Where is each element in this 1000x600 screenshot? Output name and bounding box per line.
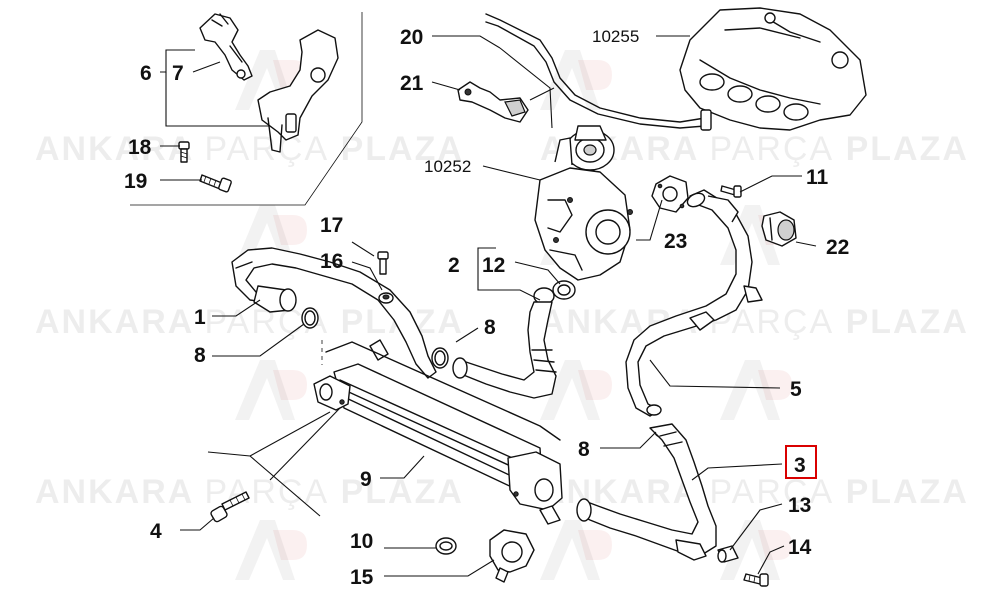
svg-text:ANKARA PARÇA PLAZA: ANKARA PARÇA PLAZA (540, 130, 969, 168)
part-20-pipe[interactable] (485, 13, 712, 131)
group-box-bracket-assembly (130, 12, 363, 206)
label-6: 6 (140, 62, 152, 85)
part-17-screw[interactable] (377, 251, 389, 275)
watermark-brand-a: ANKARA (35, 473, 193, 511)
callout-labels: 6 7 18 19 20 21 10255 10252 11 23 22 17 … (124, 26, 849, 589)
label-16: 16 (320, 250, 343, 273)
leader-lines (160, 35, 817, 577)
watermark-logo (540, 50, 612, 110)
watermark-logo (540, 520, 612, 580)
part-13-screw[interactable] (717, 545, 739, 563)
part-3-hose[interactable] (576, 423, 717, 561)
part-21-bracket[interactable] (457, 81, 529, 123)
watermark-brand-c: PLAZA (341, 130, 464, 168)
part-18-screw[interactable] (178, 141, 190, 163)
label-7: 7 (172, 62, 184, 85)
watermark-logo (235, 360, 307, 420)
label-2: 2 (448, 254, 460, 277)
label-15: 15 (350, 566, 374, 589)
part-19-screw[interactable] (199, 174, 232, 193)
part-11-screw[interactable] (720, 185, 742, 198)
part-9-intercooler[interactable] (313, 341, 563, 525)
label-13: 13 (788, 494, 811, 517)
part-10-clamp[interactable] (435, 537, 457, 555)
label-10252: 10252 (424, 157, 471, 176)
svg-text:ANKARA PARÇA PLAZA: ANKARA PARÇA PLAZA (540, 473, 969, 511)
label-12: 12 (482, 254, 505, 277)
label-8a: 8 (484, 316, 496, 339)
watermark-brand-c: PLAZA (846, 130, 969, 168)
label-5: 5 (790, 378, 802, 401)
part-4-screw[interactable] (210, 491, 250, 523)
svg-text:ANKARA PARÇA PLAZA: ANKARA PARÇA PLAZA (35, 473, 464, 511)
label-3: 3 (794, 454, 806, 477)
part-8-clamp[interactable] (431, 347, 449, 369)
svg-text:ANKARA PARÇA PLAZA: ANKARA PARÇA PLAZA (540, 303, 969, 341)
label-11: 11 (806, 166, 829, 189)
svg-text:ANKARA PARÇA PLAZA: ANKARA PARÇA PLAZA (35, 130, 464, 168)
part-22-grommet[interactable] (761, 211, 797, 247)
label-14: 14 (788, 536, 812, 559)
part-16-washer[interactable] (378, 292, 394, 304)
part-5-hose[interactable] (625, 189, 763, 417)
label-18: 18 (128, 136, 152, 159)
watermark-brand-a: ANKARA (35, 303, 193, 341)
label-1: 1 (194, 306, 206, 329)
label-17: 17 (320, 214, 343, 237)
label-10255: 10255 (592, 27, 639, 46)
watermark-logo (540, 360, 612, 420)
watermark-brand-a: ANKARA (540, 473, 698, 511)
part-8-clamp[interactable] (301, 307, 319, 329)
label-8b: 8 (194, 344, 206, 367)
label-10: 10 (350, 530, 373, 553)
label-23: 23 (664, 230, 687, 253)
label-19: 19 (124, 170, 147, 193)
label-8c: 8 (578, 438, 590, 461)
part-2-hose[interactable] (452, 287, 557, 399)
highlight-box-part-3 (785, 445, 817, 479)
part-10252-turbocharger[interactable] (534, 125, 633, 281)
part-15-bracket[interactable] (489, 529, 535, 583)
watermark-brand-b: PARÇA (710, 473, 835, 511)
part-23-gasket[interactable] (651, 175, 689, 213)
part-6-bracket[interactable] (257, 29, 339, 153)
label-20: 20 (400, 26, 423, 49)
watermark-brand-c: PLAZA (341, 473, 464, 511)
watermark-logo (235, 520, 307, 580)
watermark-logo (720, 520, 792, 580)
part-14-screw[interactable] (743, 573, 769, 587)
watermark-brand-c: PLAZA (846, 473, 969, 511)
watermark-brand-b: PARÇA (205, 130, 330, 168)
watermark-text: ANKARA PARÇA PLAZA ANKARA PARÇA PLAZA AN… (35, 130, 969, 511)
watermark-logo (720, 360, 792, 420)
part-1-hose[interactable] (231, 247, 437, 379)
watermark-brand-a: ANKARA (35, 130, 193, 168)
label-4: 4 (150, 520, 162, 543)
watermark-brand-c: PLAZA (846, 303, 969, 341)
watermark-brand-b: PARÇA (710, 130, 835, 168)
label-21: 21 (400, 72, 424, 95)
part-12-gasket[interactable] (552, 280, 576, 300)
part-10255-intake-manifold[interactable] (679, 7, 867, 131)
label-9: 9 (360, 468, 372, 491)
part-7-clamp[interactable] (199, 13, 253, 81)
label-22: 22 (826, 236, 849, 259)
